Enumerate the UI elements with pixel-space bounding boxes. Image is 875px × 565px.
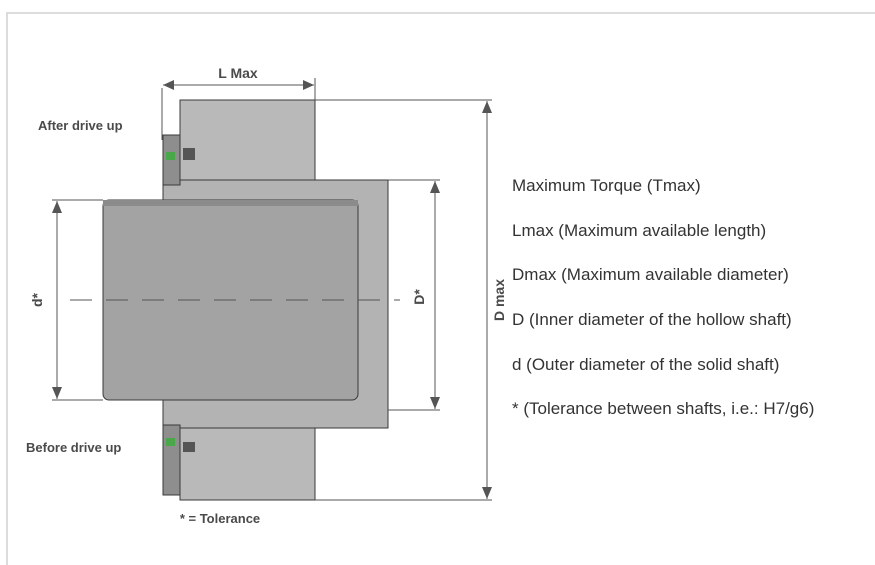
tolerance-note: * = Tolerance <box>180 511 260 526</box>
Dmax-arrow-bottom <box>482 487 492 499</box>
legend-item-inner-diameter: D (Inner diameter of the hollow shaft) <box>512 310 792 330</box>
lower-green-ring <box>166 438 175 446</box>
legend-item-tolerance: * (Tolerance between shafts, i.e.: H7/g6… <box>512 399 815 419</box>
D-arrow-bottom <box>430 397 440 409</box>
lower-collar <box>162 424 181 496</box>
frame-left-border <box>6 12 8 565</box>
d-arrow-bottom <box>52 387 62 399</box>
solid-shaft-shadow <box>103 200 358 206</box>
dmax-label: D max <box>491 279 507 321</box>
d-star-label: d* <box>29 292 45 307</box>
legend-item-torque: Maximum Torque (Tmax) <box>512 176 701 195</box>
frame-top-border <box>6 12 875 14</box>
lmax-arrow-right <box>303 80 314 90</box>
upper-bolt-head <box>183 148 195 160</box>
lmax-label: L Max <box>218 65 258 81</box>
before-drive-up-label: Before drive up <box>26 440 121 455</box>
Dmax-arrow-top <box>482 101 492 113</box>
D-arrow-top <box>430 181 440 193</box>
after-drive-up-label: After drive up <box>38 118 123 133</box>
legend-item-lmax: Lmax (Maximum available length) <box>512 220 767 240</box>
legend-item-dmax: Dmax (Maximum available diameter) <box>512 265 789 285</box>
lower-bolt-head <box>183 442 195 452</box>
legend-list: Maximum Torque (Tmax) Lmax (Maximum avai… <box>512 170 814 438</box>
D-star-label: D* <box>411 289 427 305</box>
legend-item-outer-diameter: d (Outer diameter of the solid shaft) <box>512 354 780 374</box>
upper-green-ring <box>166 152 175 160</box>
d-arrow-top <box>52 201 62 213</box>
lmax-arrow-left <box>163 80 174 90</box>
